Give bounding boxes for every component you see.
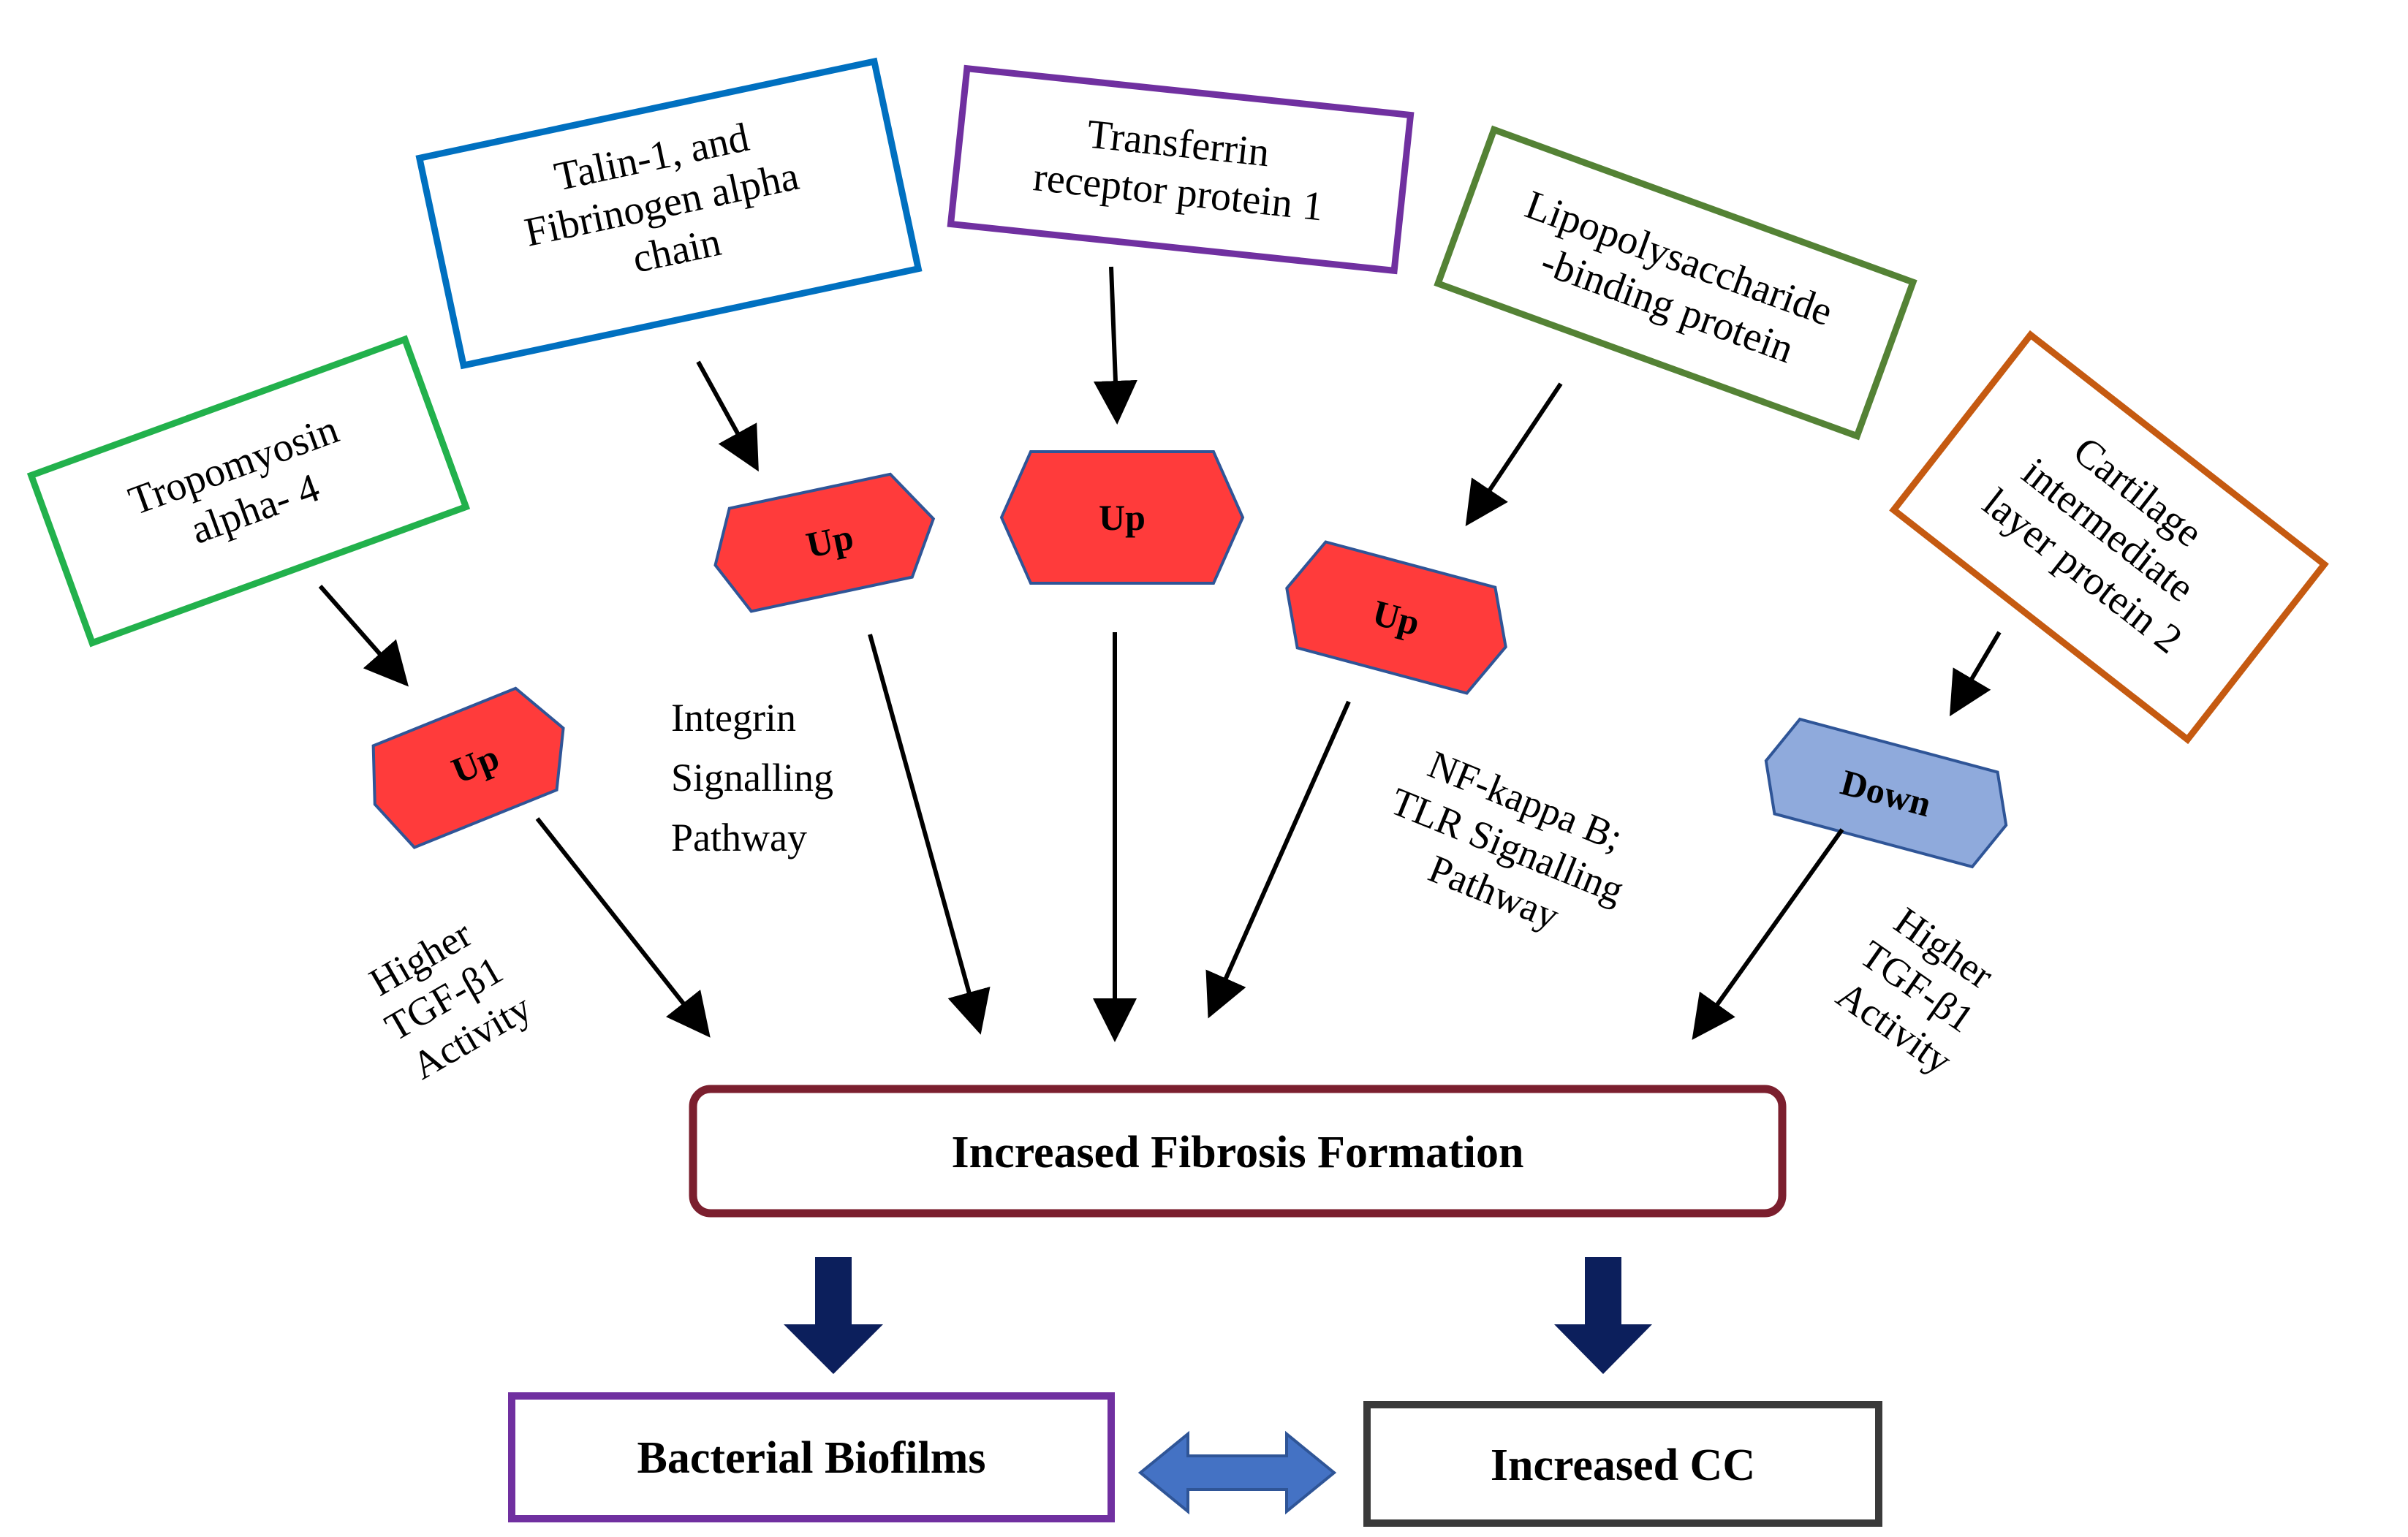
regulation-badge-up: Up	[1285, 540, 1507, 695]
arrow	[318, 585, 409, 687]
bidirectional-arrow	[1137, 1430, 1337, 1515]
arrow	[535, 817, 711, 1038]
badge-shape	[1764, 717, 2008, 869]
biofilms-box: Bacterial Biofilms	[508, 1392, 1115, 1522]
protein-box-lipopolysaccharide: Lipopolysaccharide -binding protein	[1434, 125, 1917, 441]
protein-box-frame	[26, 335, 471, 648]
down-arrow-to-cc	[1554, 1257, 1652, 1374]
pathway-label-tgf-left: Higher TGF-β1 Activity	[355, 902, 542, 1090]
pathway-label-tgf-right: Higher TGF-β1 Activity	[1825, 894, 2017, 1085]
protein-box-talin-fibrinogen: Talin-1, and Fibrinogen alpha chain	[415, 57, 923, 370]
down-arrow-to-biofilms	[784, 1257, 883, 1374]
badge-label: Up	[1099, 497, 1146, 538]
badge-shape	[371, 686, 565, 849]
arrow	[868, 634, 991, 1035]
fibrosis-box: Increased Fibrosis Formation	[689, 1085, 1787, 1218]
arrow	[1465, 382, 1563, 526]
protein-box-transferrin: Transferrin receptor protein 1	[947, 64, 1415, 275]
increased-cc-label: Increased CC	[1491, 1441, 1755, 1490]
pathway-label-nfkb-tlr: NF-kappa B; TLR Signalling Pathway	[1367, 735, 1657, 961]
increased-cc-box-frame	[1363, 1401, 1882, 1527]
pathway-label-line: Integrin	[671, 696, 796, 740]
fibrosis-label: Increased Fibrosis Formation	[951, 1128, 1523, 1177]
badge-to-fibrosis-arrows	[535, 632, 1844, 1042]
regulation-badge-up: Up	[999, 450, 1245, 585]
regulation-badge-down: Down	[1764, 717, 2008, 869]
protein-box-frame	[415, 57, 923, 370]
arrow	[1692, 828, 1844, 1040]
protein-to-badge-arrows	[318, 266, 2002, 717]
protein-box-frame	[947, 64, 1415, 275]
badge-label: Up	[803, 516, 857, 566]
protein-box-frame	[1889, 330, 2329, 745]
protein-box-cartilage: Cartilage intermediate layer protein 2	[1889, 330, 2329, 745]
badge-shape	[1285, 540, 1507, 695]
badge-shape	[713, 472, 936, 613]
protein-box-tropomyosin: Tropomyosin alpha- 4	[26, 335, 471, 648]
arrow	[1949, 631, 2002, 717]
pathway-label-line: Pathway	[671, 816, 807, 859]
regulation-badge-up: Up	[371, 686, 565, 849]
arrow	[696, 360, 759, 472]
increased-cc-box: Increased CC	[1363, 1401, 1882, 1527]
regulation-badge-up: Up	[713, 472, 936, 613]
arrow	[1093, 266, 1137, 425]
biofilms-box-frame	[508, 1392, 1115, 1522]
fibrosis-box-frame	[689, 1085, 1787, 1218]
pathway-label-integrin: Integrin Signalling Pathway	[671, 696, 844, 859]
protein-box-frame	[1434, 125, 1917, 441]
badge-shape	[999, 450, 1245, 585]
arrow	[1205, 700, 1351, 1019]
biofilms-label: Bacterial Biofilms	[637, 1433, 986, 1483]
pathway-label-line: Signalling	[671, 756, 833, 800]
